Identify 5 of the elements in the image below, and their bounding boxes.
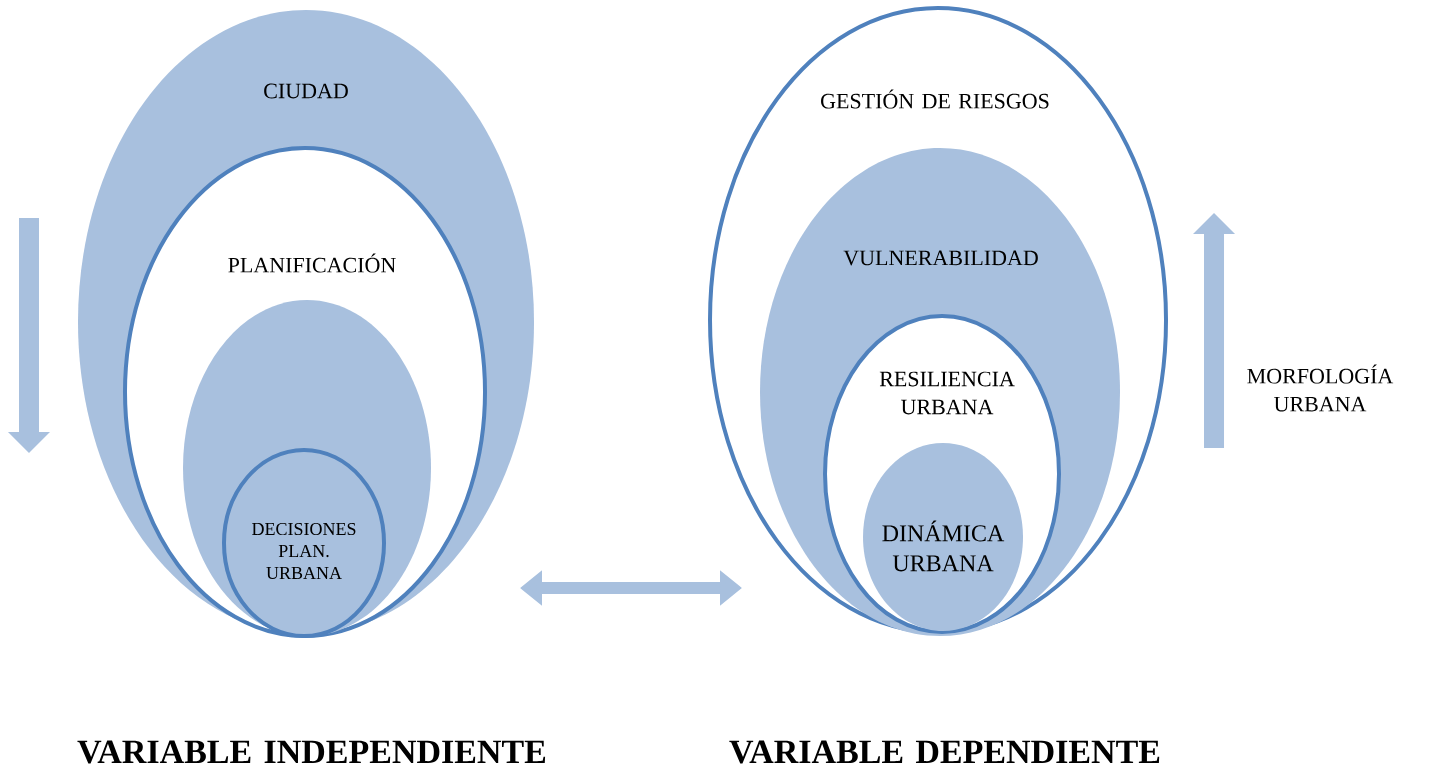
variable-heading: VARIABLE DEPENDIENTE (729, 740, 1160, 764)
ellipse-node: DINÁMICA URBANA (863, 443, 1023, 631)
side-label: MORFOLOGÍA URBANA (1247, 364, 1394, 412)
variable-heading: VARIABLE INDEPENDIENTE (77, 740, 546, 764)
ellipse-node: DECISIONES PLAN. URBANA (222, 448, 386, 638)
